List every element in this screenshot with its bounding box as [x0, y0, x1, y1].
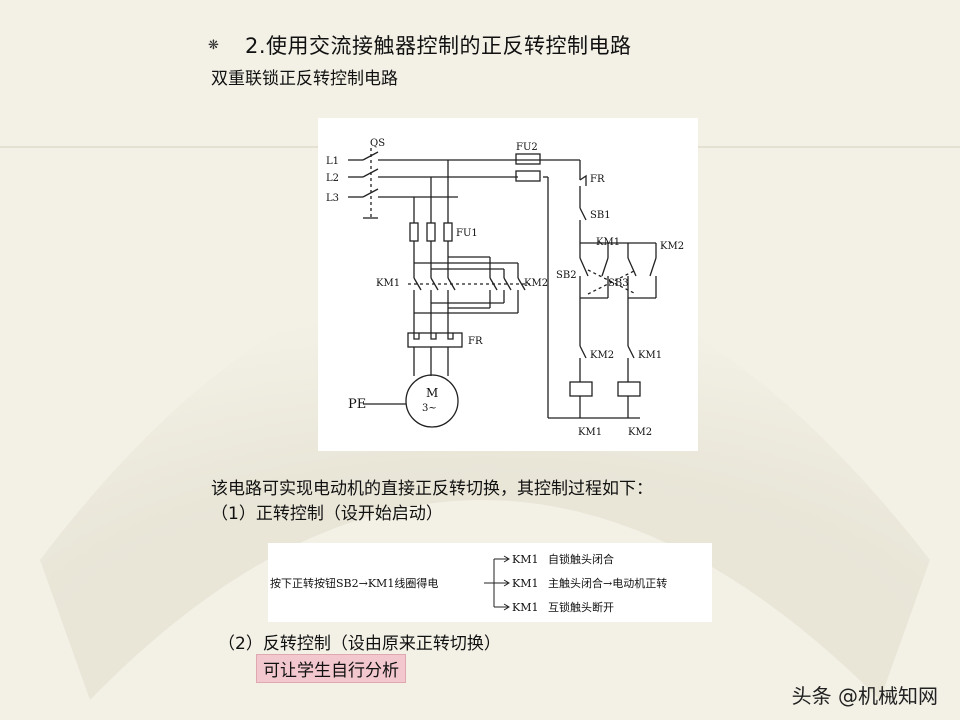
label-km2-main: KM2 [524, 278, 548, 289]
label-sb3: SB3 [608, 278, 629, 289]
label-km2-interlock: KM2 [590, 350, 614, 361]
label-km2-aux: KM2 [660, 241, 684, 252]
label-l2: L2 [326, 173, 339, 184]
label-km1-interlock: KM1 [638, 350, 662, 361]
step2-heading: （2）反转控制（设由原来正转切换） [218, 634, 501, 654]
step1-heading: （1）正转控制（设开始启动） [211, 504, 443, 524]
label-motor-m: M [426, 386, 438, 400]
flow-start: 按下正转按钮SB2→KM1线圈得电 [270, 576, 438, 590]
circuit-diagram: L1 L2 L3 QS FU1 FU2 FR SB1 KM1 KM2 FR PE… [318, 118, 698, 451]
label-l3: L3 [326, 193, 339, 204]
flow-r2-text: 主触头闭合→电动机正转 [548, 576, 667, 590]
flow-r3-km: KM1 [512, 601, 538, 614]
label-sb2: SB2 [556, 270, 577, 281]
flow-svg: 按下正转按钮SB2→KM1线圈得电 KM1 自锁触头闭合 KM1 主触头闭合→电… [270, 552, 667, 614]
label-km1-main: KM1 [376, 278, 400, 289]
label-fu2: FU2 [516, 142, 538, 153]
control-flow-diagram: 按下正转按钮SB2→KM1线圈得电 KM1 自锁触头闭合 KM1 主触头闭合→电… [268, 543, 712, 622]
label-fu1: FU1 [456, 228, 478, 239]
label-coil-km1: KM1 [578, 427, 602, 438]
flow-r1-text: 自锁触头闭合 [548, 552, 614, 566]
slide-title: 2.使用交流接触器控制的正反转控制电路 [245, 34, 632, 58]
circuit-svg: L1 L2 L3 QS FU1 FU2 FR SB1 KM1 KM2 FR PE… [326, 138, 684, 438]
label-motor-phase: 3~ [422, 403, 437, 414]
label-fr: FR [468, 336, 483, 347]
label-sb1: SB1 [590, 210, 611, 221]
bullet-icon: ❋ [208, 38, 219, 53]
flow-r3-text: 互锁触头断开 [548, 600, 614, 614]
description-text: 该电路可实现电动机的直接正反转切换，其控制过程如下： [211, 479, 653, 499]
flow-r1-km: KM1 [512, 553, 538, 566]
label-pe: PE [348, 397, 366, 412]
label-coil-km2: KM2 [628, 427, 652, 438]
watermark-text: 头条 @机械知网 [791, 684, 938, 708]
label-fr-contact: FR [590, 174, 605, 185]
slide-subtitle: 双重联锁正反转控制电路 [211, 69, 398, 89]
flow-r2-km: KM1 [512, 577, 538, 590]
label-km1-aux: KM1 [596, 237, 620, 248]
hint-highlight: 可让学生自行分析 [256, 654, 406, 683]
label-qs: QS [370, 138, 385, 149]
label-l1: L1 [326, 156, 339, 167]
